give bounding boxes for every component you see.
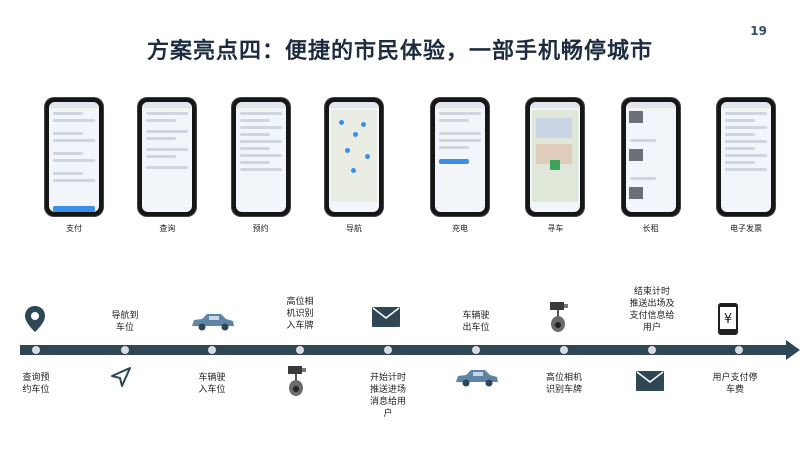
phone-screenshot (231, 98, 290, 216)
phone-card-navigate: 导航 (312, 98, 396, 238)
step-camera-entry: 高位相机识别入车牌 (286, 297, 314, 331)
step-user-pay: 用户支付停车费 (712, 373, 758, 395)
phone-screenshot (324, 98, 383, 216)
phone-label: 寻车 (547, 224, 564, 233)
step-camera-recognize: 高位相机识别车牌 (545, 373, 582, 395)
phone-label: 预约 (252, 224, 269, 233)
timeline-node (208, 346, 216, 354)
phone-label: 支付 (66, 224, 82, 233)
phone-label: 导航 (345, 224, 362, 233)
phone-card-query: 查询 (125, 98, 209, 238)
step-car-exit: 车辆驶出车位 (462, 311, 490, 333)
map-pin-icon (25, 306, 45, 332)
timeline-node (560, 346, 568, 354)
step-query-reserve: 查询预约车位 (22, 373, 50, 395)
phone-card-invoice: 电子发票 (704, 98, 788, 238)
page-title: 方案亮点四：便捷的市民体验，一部手机畅停城市 (146, 39, 653, 64)
timeline-node (384, 346, 392, 354)
timeline-node (121, 346, 129, 354)
svg-text:¥: ¥ (724, 312, 732, 327)
navigation-arrow-icon (111, 367, 131, 387)
step-car-enter: 车辆驶入车位 (198, 373, 226, 395)
phone-label: 电子发票 (729, 224, 762, 233)
page-number: 19 (750, 24, 767, 38)
timeline-arrowhead (786, 340, 800, 360)
phone-card-find-car: 寻车 (513, 98, 597, 238)
envelope-icon (636, 371, 664, 391)
step-start-billing: 开始计时推送进场消息给用户 (369, 373, 406, 419)
car-icon (456, 370, 498, 387)
phone-screenshot (621, 98, 680, 216)
phone-screenshot (716, 98, 775, 216)
phone-group-left: 支付 查询 预约 (32, 98, 396, 238)
phone-label: 长租 (642, 224, 659, 233)
camera-icon (550, 302, 568, 332)
phone-screenshot (138, 98, 197, 216)
phone-label: 充电 (452, 224, 468, 233)
timeline-node (735, 346, 743, 354)
camera-icon (288, 366, 306, 396)
step-navigate-to-space: 导航到车位 (111, 311, 139, 333)
step-end-billing: 结束计时推送出场及支付信息给用户 (629, 287, 675, 333)
phone-label: 查询 (159, 224, 176, 233)
phone-screenshot (45, 98, 103, 216)
phone-card-pay: 支付 (32, 98, 116, 238)
phone-card-charge: 充电 (418, 98, 502, 238)
phone-screenshot (431, 98, 489, 216)
car-icon (192, 314, 234, 331)
phone-yen-icon: ¥ (718, 303, 738, 335)
phone-card-long-rent: 长租 (609, 98, 693, 238)
timeline-node (32, 346, 40, 354)
timeline-node (296, 346, 304, 354)
phone-group-right: 充电 寻车 长租 (418, 98, 788, 238)
phone-screenshot (526, 98, 585, 216)
phone-card-reserve: 预约 (219, 98, 303, 238)
envelope-icon (372, 307, 400, 327)
timeline-node (648, 346, 656, 354)
timeline-axis (20, 345, 788, 355)
timeline-node (472, 346, 480, 354)
